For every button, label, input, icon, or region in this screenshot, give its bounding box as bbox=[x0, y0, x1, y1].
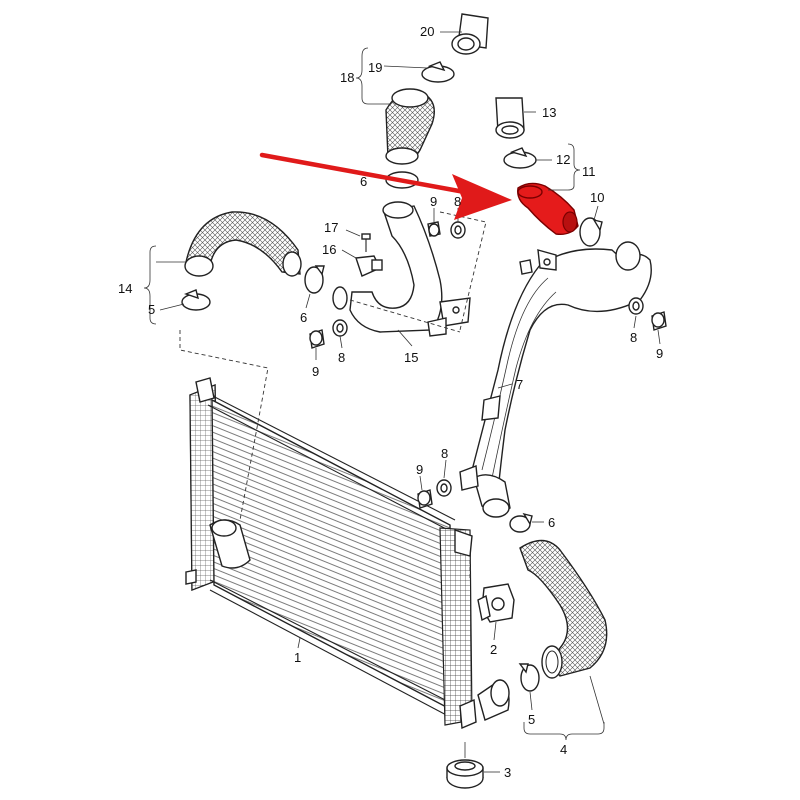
pressure-pipe bbox=[495, 97, 525, 139]
highlight-arrow bbox=[259, 152, 512, 220]
callout-9-left: 9 bbox=[312, 364, 319, 379]
callout-4: 4 bbox=[560, 742, 567, 757]
callout-14: 14 bbox=[118, 281, 132, 296]
bolt-9-lower bbox=[417, 489, 433, 509]
bolt-9-right bbox=[651, 311, 667, 331]
callout-8-right: 8 bbox=[630, 330, 637, 345]
charge-air-pipe bbox=[459, 241, 652, 518]
nut-8-lower bbox=[436, 479, 452, 497]
callout-8-lower: 8 bbox=[441, 446, 448, 461]
top-connector-pipe bbox=[451, 13, 489, 55]
screw-17 bbox=[361, 233, 371, 252]
callout-15: 15 bbox=[404, 350, 418, 365]
mounting-bracket bbox=[477, 583, 515, 623]
callout-5-lower: 5 bbox=[528, 712, 535, 727]
callout-3: 3 bbox=[504, 765, 511, 780]
callout-18: 18 bbox=[340, 70, 354, 85]
charge-pipe-body bbox=[469, 248, 652, 494]
lower-charge-hose bbox=[519, 539, 608, 679]
bolt-9-top bbox=[427, 221, 441, 237]
upper-hose bbox=[385, 88, 435, 165]
callout-16: 16 bbox=[322, 242, 336, 257]
clamp-6-upper bbox=[304, 266, 324, 294]
callout-1: 1 bbox=[294, 650, 301, 665]
nut-8-top bbox=[450, 221, 466, 239]
callout-13: 13 bbox=[542, 105, 556, 120]
callout-2: 2 bbox=[490, 642, 497, 657]
callout-labels: 20 19 18 13 12 11 10 6 9 8 17 16 14 5 6 … bbox=[118, 24, 663, 780]
callout-8-top: 8 bbox=[454, 194, 461, 209]
callout-9-right: 9 bbox=[656, 346, 663, 361]
clamp-10 bbox=[579, 217, 601, 247]
intermediate-pipe bbox=[332, 201, 471, 337]
nut-8-right bbox=[628, 297, 644, 315]
intermediate-pipe-body bbox=[349, 205, 443, 333]
hose-clamps bbox=[181, 61, 603, 692]
callout-19: 19 bbox=[368, 60, 382, 75]
fasteners bbox=[309, 221, 667, 509]
callout-8-left: 8 bbox=[338, 350, 345, 365]
callout-6-lower: 6 bbox=[548, 515, 555, 530]
callout-20: 20 bbox=[420, 24, 434, 39]
callout-11: 11 bbox=[582, 164, 596, 179]
intercooler bbox=[185, 377, 510, 730]
callout-6-top: 6 bbox=[360, 174, 367, 189]
upper-left-hose-body bbox=[185, 211, 301, 275]
callout-9-lower: 9 bbox=[416, 462, 423, 477]
bolt-9-left bbox=[309, 329, 325, 349]
nut-8-left bbox=[332, 319, 348, 337]
intercooler-right-tank bbox=[439, 527, 473, 726]
callout-7: 7 bbox=[516, 377, 523, 392]
lower-hose-body bbox=[519, 539, 608, 677]
callout-6-upper: 6 bbox=[300, 310, 307, 325]
callout-5-upper: 5 bbox=[148, 302, 155, 317]
callout-9-top: 9 bbox=[430, 194, 437, 209]
rubber-grommet bbox=[446, 742, 484, 789]
callout-17: 17 bbox=[324, 220, 338, 235]
upper-left-hose bbox=[184, 211, 302, 277]
callout-10: 10 bbox=[590, 190, 604, 205]
highlighted-hose bbox=[517, 182, 579, 236]
assembly-lines bbox=[179, 211, 487, 580]
leader-lines bbox=[143, 31, 661, 773]
callout-12: 12 bbox=[556, 152, 570, 167]
